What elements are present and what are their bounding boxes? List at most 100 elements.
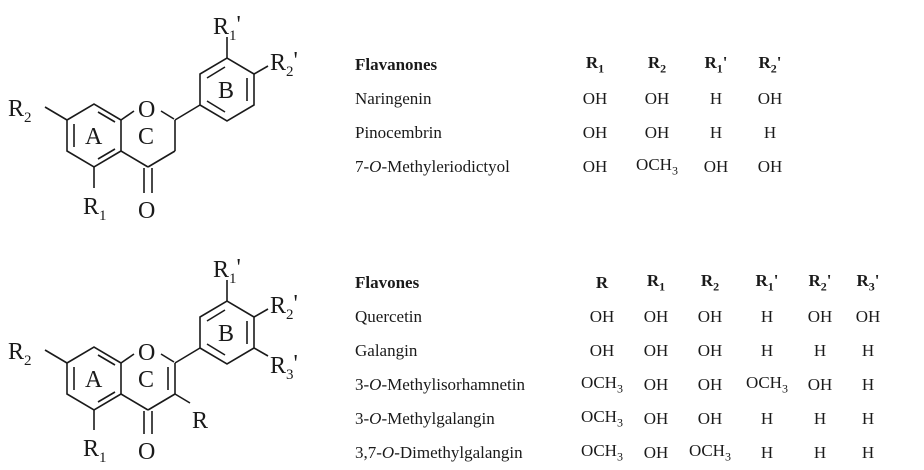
substituent-cell: H bbox=[861, 409, 875, 428]
substituent-cell: OH bbox=[644, 89, 670, 108]
substituent-cell: H bbox=[861, 341, 875, 360]
ring-a-inner-bond bbox=[97, 354, 116, 366]
substituent-cell: H bbox=[763, 123, 777, 142]
ring-a-label: A bbox=[85, 367, 103, 393]
r1-label: R1 bbox=[83, 194, 107, 224]
r1-prime-label: R1' bbox=[213, 255, 241, 287]
bond-r2p bbox=[253, 308, 269, 318]
substituent-cell: H bbox=[760, 409, 774, 428]
substituent-cell: OH bbox=[589, 341, 615, 360]
substituent-cell: H bbox=[813, 443, 827, 462]
column-header: R2 bbox=[700, 271, 720, 294]
flavone-structure: O O A C B R R2 R1 R1' R2' R3' bbox=[8, 255, 298, 466]
r2-prime-label: R2' bbox=[270, 48, 298, 80]
substituent-cell: OH bbox=[697, 409, 723, 428]
ring-b-label: B bbox=[218, 321, 234, 347]
r1-prime-label: R1' bbox=[213, 12, 241, 44]
flavanones-table: Flavanones R1 R2 R1' R2' Naringenin OH O… bbox=[355, 48, 797, 184]
bond-c2-ring-b bbox=[174, 347, 201, 364]
substituent-cell: OH bbox=[582, 157, 608, 176]
compound-name: 7-O-Methyleriodictyol bbox=[355, 157, 510, 176]
substituent-cell: OH bbox=[643, 409, 669, 428]
compound-name: Naringenin bbox=[355, 89, 432, 108]
ring-b-inner-bond bbox=[206, 66, 226, 79]
r2-label: R2 bbox=[8, 339, 32, 369]
table-row: 3-O-Methylgalangin OCH3 OH OH H H H bbox=[355, 402, 891, 436]
substituent-cell: OH bbox=[703, 157, 729, 176]
column-header: R2' bbox=[808, 271, 832, 294]
bond-o-c2 bbox=[160, 353, 175, 363]
substituent-cell: OH bbox=[807, 307, 833, 326]
ring-a-inner-bond bbox=[97, 111, 116, 123]
table-row: Pinocembrin OH OH H H bbox=[355, 116, 797, 150]
column-header: R1' bbox=[704, 53, 728, 76]
table-row: Quercetin OH OH OH H OH OH bbox=[355, 300, 891, 334]
table-row: Galangin OH OH OH H H H bbox=[355, 334, 891, 368]
substituent-cell: OH bbox=[697, 375, 723, 394]
carbonyl-oxygen-label: O bbox=[138, 439, 155, 465]
substituent-cell: H bbox=[861, 375, 875, 394]
column-header: R2' bbox=[758, 53, 782, 76]
column-header: R2 bbox=[647, 53, 667, 76]
bond-c8a-o bbox=[120, 353, 135, 364]
substituent-cell: OCH3 bbox=[581, 441, 623, 464]
ring-b-label: B bbox=[218, 78, 234, 104]
substituent-cell: OH bbox=[643, 375, 669, 394]
r2-label: R2 bbox=[8, 96, 32, 126]
bond-c2-ring-b bbox=[174, 104, 201, 121]
substituent-cell: H bbox=[861, 443, 875, 462]
substituent-cell: H bbox=[813, 341, 827, 360]
ring-c-label: C bbox=[138, 367, 154, 393]
table-header-row: Flavanones R1 R2 R1' R2' bbox=[355, 48, 797, 82]
ring-c-label: C bbox=[138, 124, 154, 150]
substituent-cell: H bbox=[709, 89, 723, 108]
substituent-cell: OCH3 bbox=[689, 441, 731, 464]
bond-c8a-o bbox=[120, 110, 135, 121]
ring-oxygen-label: O bbox=[138, 97, 155, 123]
table-row: 7-O-Methyleriodictyol OH OCH3 OH OH bbox=[355, 150, 797, 184]
r-label: R bbox=[192, 408, 208, 434]
compound-name: 3,7-O-Dimethylgalangin bbox=[355, 443, 523, 462]
substituent-cell: OCH3 bbox=[746, 373, 788, 396]
compound-name: Pinocembrin bbox=[355, 123, 442, 142]
substituent-cell: OH bbox=[643, 341, 669, 360]
ring-oxygen-label: O bbox=[138, 340, 155, 366]
substituent-cell: H bbox=[709, 123, 723, 142]
table-row: Naringenin OH OH H OH bbox=[355, 82, 797, 116]
substituent-cell: OH bbox=[643, 307, 669, 326]
column-header: R1' bbox=[755, 271, 779, 294]
table-row: 3,7-O-Dimethylgalangin OCH3 OH OCH3 H H … bbox=[355, 436, 891, 470]
substituent-cell: OH bbox=[582, 89, 608, 108]
compound-name: 3-O-Methylgalangin bbox=[355, 409, 495, 428]
table-header-row: Flavones R R1 R2 R1' R2' R3' bbox=[355, 266, 891, 300]
r2-prime-label: R2' bbox=[270, 291, 298, 323]
substituent-cell: OH bbox=[644, 123, 670, 142]
flavanones-title: Flavanones bbox=[355, 55, 438, 74]
substituent-cell: H bbox=[813, 409, 827, 428]
carbonyl-oxygen-label: O bbox=[138, 198, 155, 224]
ring-a-inner-bond bbox=[97, 148, 116, 160]
bond-r3p bbox=[253, 347, 269, 357]
r3-prime-label: R3' bbox=[270, 351, 298, 383]
bond-o-c2 bbox=[160, 110, 175, 120]
bond-r2 bbox=[44, 106, 68, 121]
ring-b-inner-bond bbox=[206, 343, 226, 356]
column-header: R1 bbox=[585, 53, 605, 76]
column-header: R3' bbox=[856, 271, 880, 294]
bond-c3-c4 bbox=[147, 150, 176, 168]
substituent-cell: OH bbox=[697, 307, 723, 326]
ring-b-inner-bond bbox=[206, 100, 226, 113]
substituent-cell: OH bbox=[697, 341, 723, 360]
substituent-cell: OCH3 bbox=[636, 155, 678, 178]
bond-r bbox=[174, 393, 191, 404]
bond-c4-c4a bbox=[120, 150, 149, 168]
bond-r2p bbox=[253, 65, 269, 75]
substituent-cell: OH bbox=[582, 123, 608, 142]
compound-name: Quercetin bbox=[355, 307, 423, 326]
flavanone-structure: O O A C B R2 R1 R1' R2' bbox=[8, 12, 298, 224]
substituent-cell: OCH3 bbox=[581, 373, 623, 396]
column-header: R1 bbox=[646, 271, 666, 294]
table-row: 3-O-Methylisorhamnetin OCH3 OH OH OCH3 O… bbox=[355, 368, 891, 402]
substituent-cell: OCH3 bbox=[581, 407, 623, 430]
ring-a-inner-bond bbox=[97, 391, 116, 403]
